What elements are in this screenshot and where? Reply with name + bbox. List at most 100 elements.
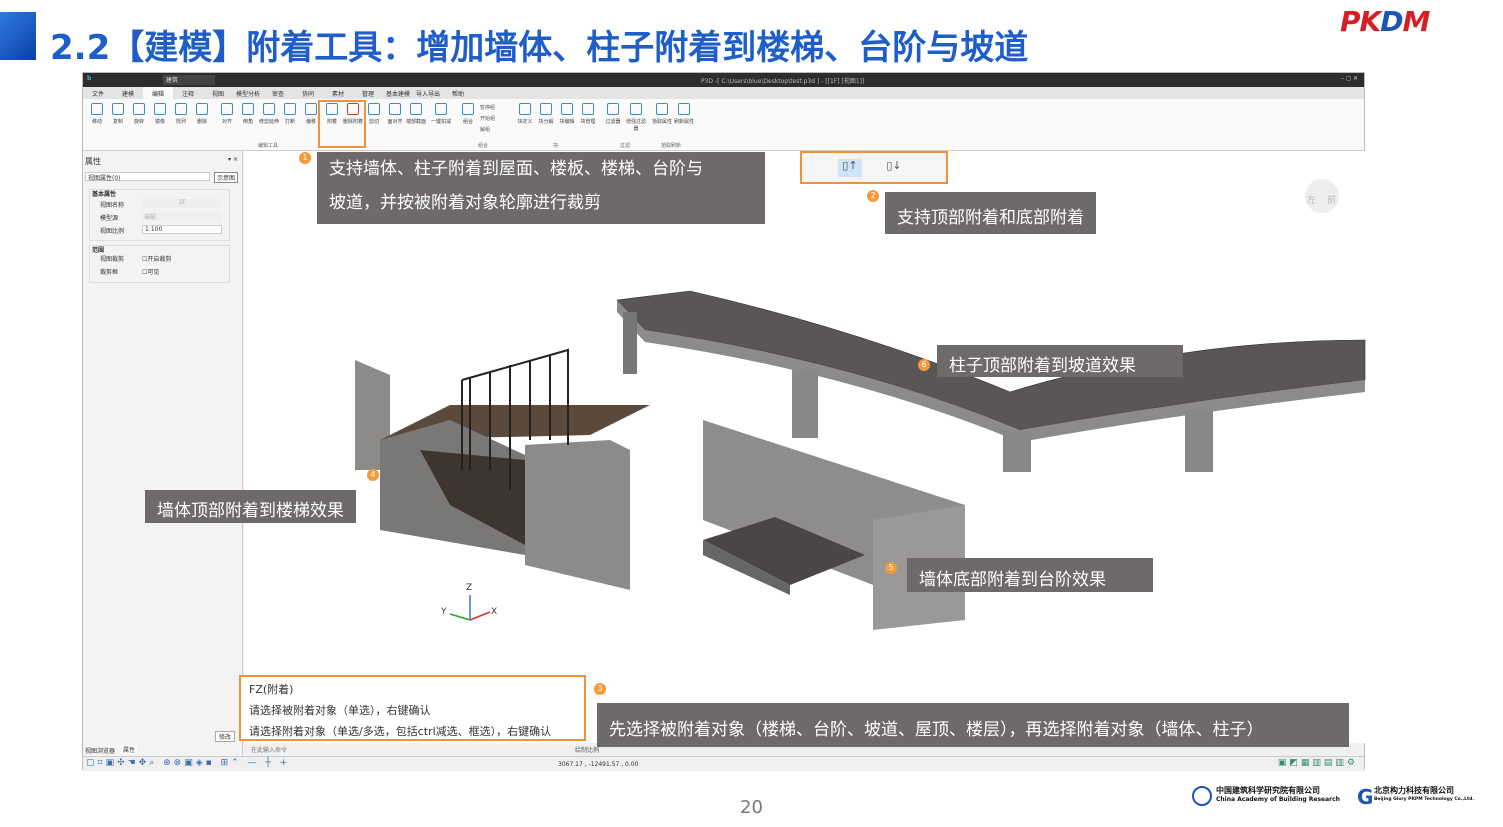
title-bar: b 建筑 P3D -[ C:\Users\blue\Desktop\test.p… [83,73,1364,87]
tool-rotate[interactable]: 旋转 [129,103,149,125]
view-props-select[interactable]: 视图属性(0) [85,172,210,182]
attach-bottom-button[interactable]: ▯↓ [886,159,902,172]
status-right-icons[interactable]: ▣◩▦▥▤▥⚙ [1277,758,1358,768]
attach-highlight [318,100,366,148]
ramp-column [1003,430,1031,472]
menu-import[interactable]: 导入导出 [415,91,440,98]
command-line: FZ(附着) [249,683,294,696]
menu-manage[interactable]: 管理 [361,91,374,98]
tool-attach[interactable]: 附着 [322,103,342,125]
menu-material[interactable]: 素材 [331,91,344,98]
properties-panel: 属性 ▾ × 视图属性(0) 示意图 基本属性 视图名称 1F 模型源 当前 视… [83,151,243,756]
crop-box-checkbox[interactable]: ☐可见 [142,269,160,276]
modify-button[interactable]: 修改 [215,731,236,742]
window-controls[interactable]: – ◻ ✕ [1341,75,1358,82]
schematic-button[interactable]: 示意图 [214,172,239,183]
viewcube-front[interactable]: 前 [1327,196,1337,206]
tool-filter[interactable]: 过滤器 [603,103,623,125]
tool-remove-attach[interactable]: 删除附着 [343,103,363,125]
viewcube[interactable] [1305,179,1339,213]
viewcube-left[interactable]: 左 [1307,196,1317,206]
step-model [703,420,965,630]
title-accent [0,12,36,60]
tool-pause-group[interactable]: 暂停组 [480,105,496,111]
badge-2: 2 [867,190,879,202]
callout-5: 墙体底部附着到台阶效果 [907,558,1153,592]
menu-file[interactable]: 文件 [91,91,104,98]
group-edit-tools: 编辑工具 [258,143,279,149]
tool-group[interactable]: 组合 [458,103,478,125]
discipline-select[interactable]: 建筑 [163,75,215,85]
tool-offset[interactable]: 偏移 [301,103,321,125]
railing [461,348,569,490]
menu-collab[interactable]: 协同 [301,91,314,98]
window-title: P3D -[ C:\Users\blue\Desktop\test.p3d ] … [701,78,865,85]
view-scale-select[interactable]: 1:100 [142,225,222,234]
tool-end-section[interactable]: 端部截面 [406,103,426,125]
command-history: FZ(附着) 请选择被附着对象（单选），右键确认 请选择附着对象（单选/多选，包… [239,675,586,741]
tool-face-align[interactable]: 面对齐 [385,103,405,125]
tool-pick-props[interactable]: 拾取属性 [652,103,672,125]
menu-analysis[interactable]: 模型分析 [235,91,260,98]
group-small-tools: 暂停组 开始组 解组 [480,103,495,136]
tool-trim[interactable]: 修剪延伸 [259,103,279,125]
tool-break[interactable]: 打断 [280,103,300,125]
axis-z-label: Z [466,583,473,593]
attach-top-button[interactable]: ▯↑ [838,159,862,177]
tool-ungroup[interactable]: 解组 [480,127,491,133]
view-tools-icons[interactable]: ▢⌗▣✣☚✥⌕ ⊕⊗▣◈▪ ⊞⌃ — ┼ + [86,758,291,768]
menu-help[interactable]: 帮助 [451,91,464,98]
tool-copy[interactable]: 复制 [108,103,128,125]
coordinates: 3067.17 , -12491.57 , 0.00 [558,761,639,768]
callout-4: 墙体顶部附着到楼梯效果 [145,490,356,523]
tool-chamfer[interactable]: 倒角 [238,103,258,125]
badge-3: 3 [594,683,606,695]
tool-block-edit[interactable]: 块编辑 [557,103,577,125]
tool-deduct[interactable]: 一键扣减 [431,103,451,125]
tool-array[interactable]: 阵列 [171,103,191,125]
page-number: 20 [740,797,763,818]
tool-enhanced-filter[interactable]: 增强过滤器 [626,103,646,132]
view-name-field[interactable]: 1F [142,199,222,208]
tool-refresh-props[interactable]: 刷新属性 [674,103,694,125]
badge-6: 6 [918,359,930,371]
cabr-logo-icon [1192,786,1212,806]
steps [703,517,865,585]
menu-view[interactable]: 视图 [211,91,224,98]
panel-pin-close[interactable]: ▾ × [228,156,238,163]
ramp-column [792,370,818,438]
tool-move[interactable]: 移动 [87,103,107,125]
ramp-column [1185,410,1213,472]
menu-basic[interactable]: 基本建模 [385,91,410,98]
tool-align[interactable]: 对齐 [217,103,237,125]
wall [525,440,630,590]
stair-model [355,348,650,590]
callout-2: 支持顶部附着和底部附着 [885,192,1096,234]
crop-view-checkbox[interactable]: ☐开启裁剪 [142,256,172,263]
ramp-column [623,312,637,374]
menu-annotate[interactable]: 注释 [181,91,194,98]
tool-block-define[interactable]: 块定义 [515,103,535,125]
command-input[interactable]: 在此输入命令 [251,747,288,754]
tool-delete[interactable]: 删除 [192,103,212,125]
menu-model[interactable]: 建模 [121,91,134,98]
tool-block-explode[interactable]: 块分解 [536,103,556,125]
tool-mirror[interactable]: 镜像 [150,103,170,125]
group-combine: 组合 [478,143,489,149]
axis-x-label: X [491,607,498,617]
menu-review[interactable]: 审查 [271,91,284,98]
tab-properties[interactable]: 属性 [121,745,138,754]
model-source-field: 当前 [142,212,222,221]
range-section: 范围 视图裁剪 ☐开启裁剪 裁剪框 ☐可见 [89,245,230,283]
command-prompt: 请选择被附着对象（单选），右键确认 [249,704,431,717]
tool-block-manage[interactable]: 块管理 [578,103,598,125]
tool-cut[interactable]: 剪切 [364,103,384,125]
tool-start-group[interactable]: 开始组 [480,116,496,122]
axis-y-label: Y [441,607,447,617]
menu-edit[interactable]: 编辑 [143,87,173,99]
tab-view-browser[interactable]: 视图浏览器 [85,748,116,755]
group-filter: 过滤 [620,143,631,149]
